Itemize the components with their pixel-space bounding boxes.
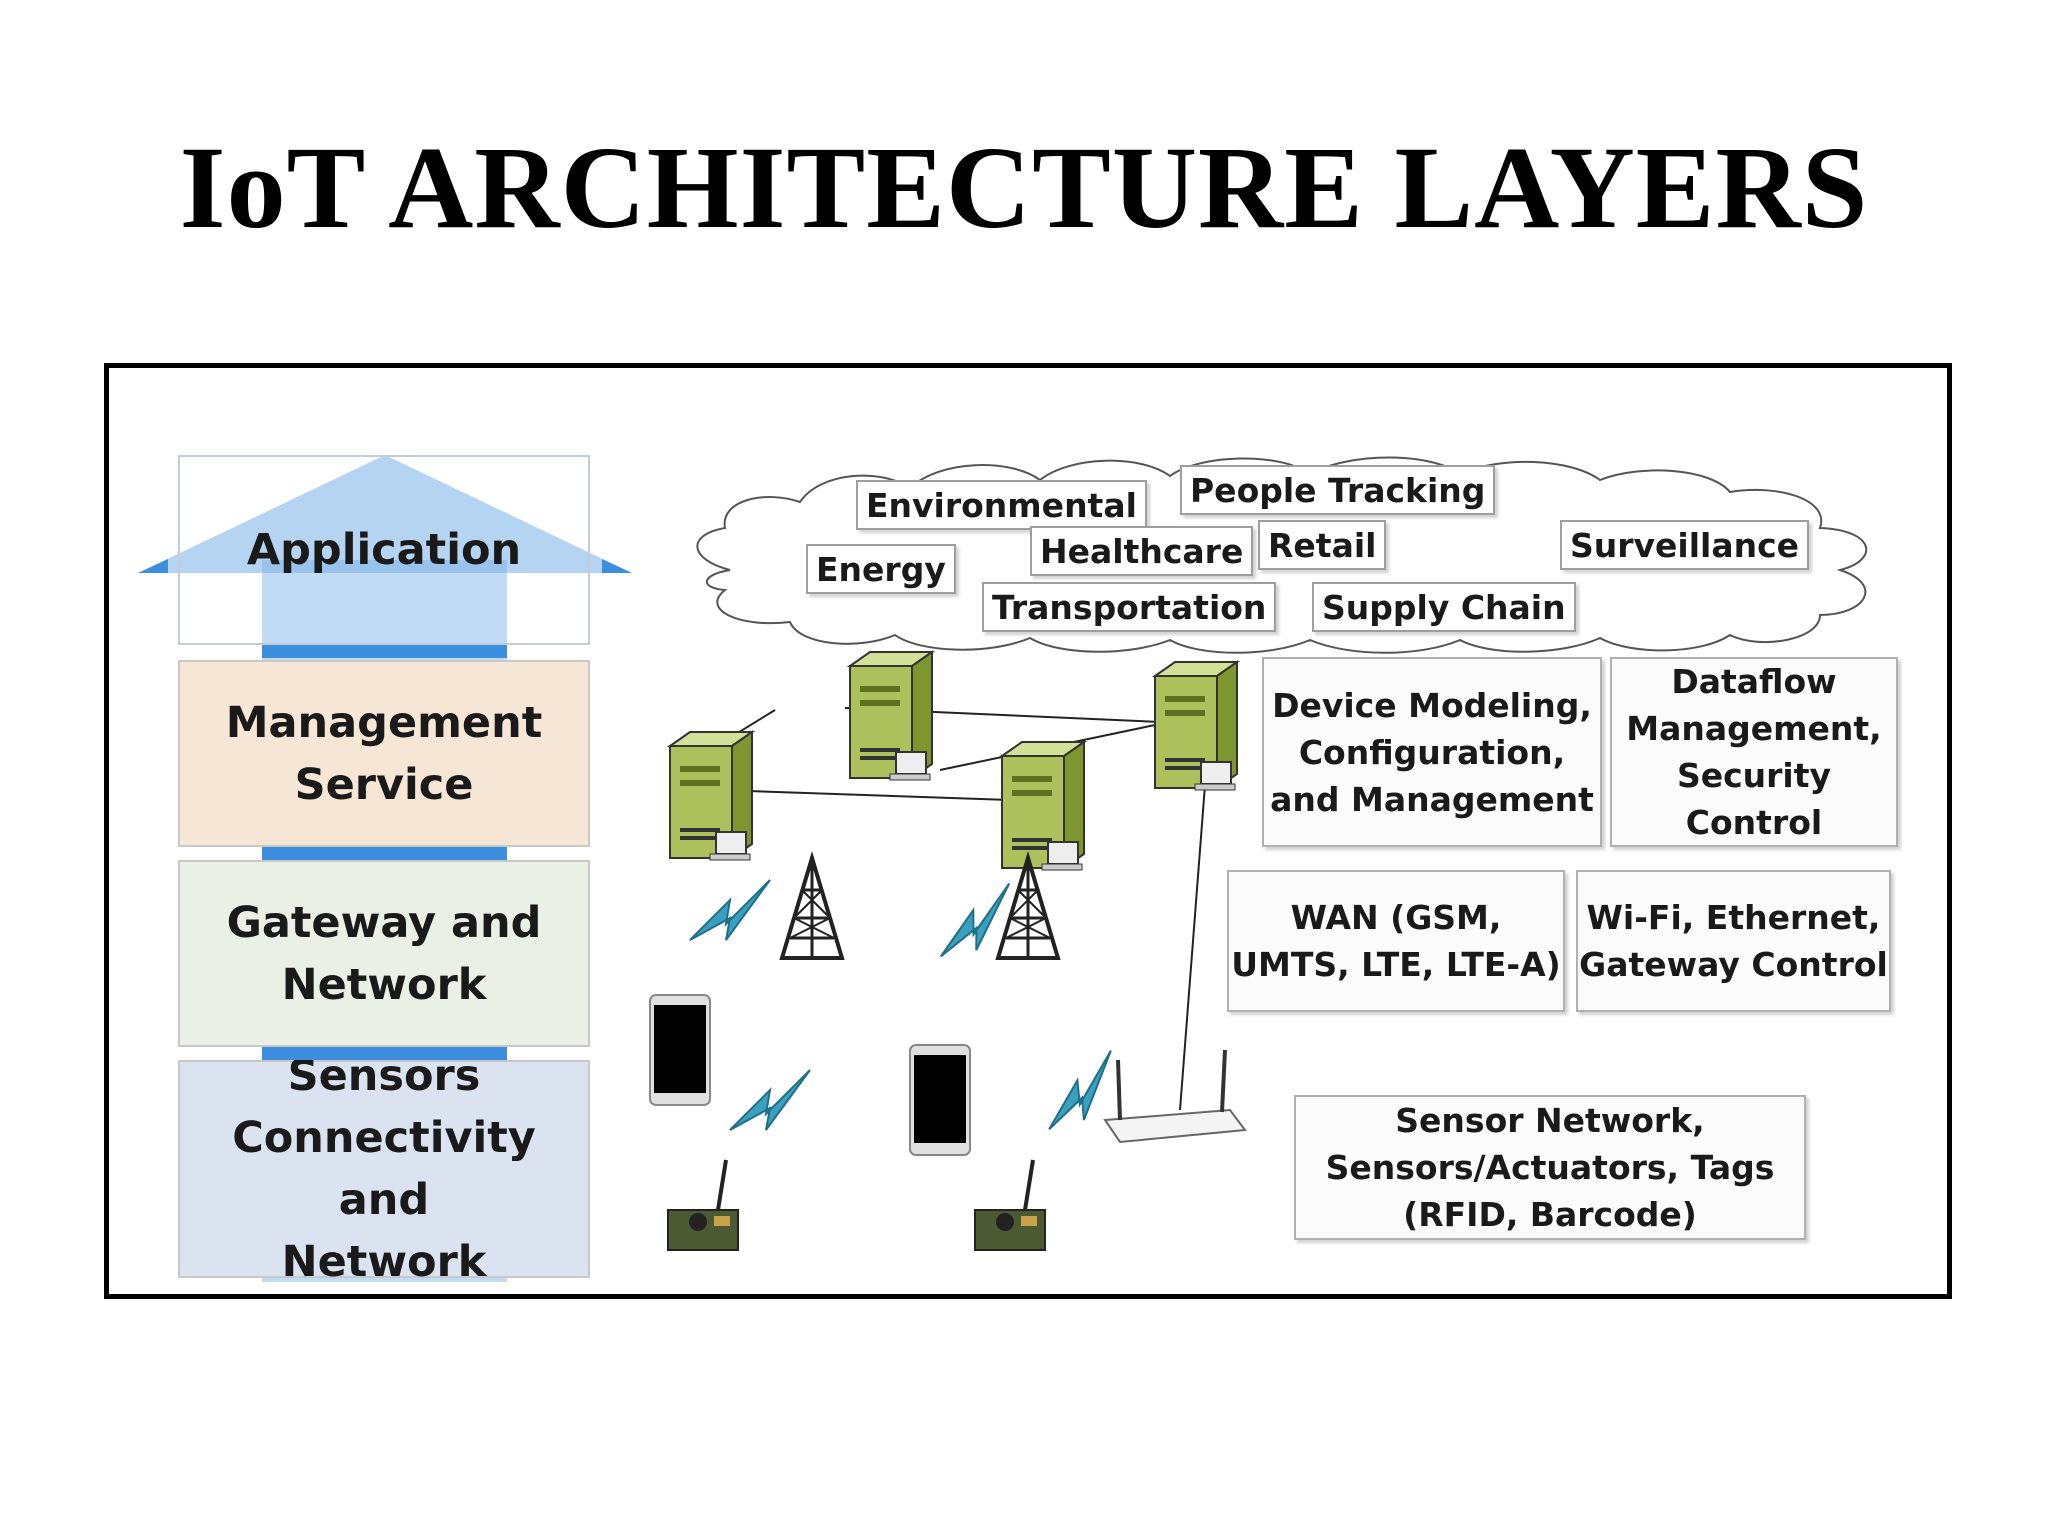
cell-tower-icon: [996, 856, 1060, 960]
server-icon: [669, 731, 753, 861]
router-icon: [1103, 1049, 1247, 1144]
info-line: WAN (GSM,: [1290, 898, 1502, 937]
layer-label: Application: [246, 525, 522, 575]
page-title: IoT ARCHITECTURE LAYERS: [179, 122, 1869, 253]
info-line: Wi-Fi, Ethernet,: [1586, 898, 1881, 937]
info-line: Control: [1685, 803, 1823, 842]
info-device-modeling: Device Modeling, Configuration, and Mana…: [1262, 657, 1602, 847]
info-wan: WAN (GSM, UMTS, LTE, LTE-A): [1227, 870, 1565, 1012]
info-line: Gateway Control: [1579, 945, 1888, 984]
tag-retail: Retail: [1258, 520, 1387, 570]
network-illustration: [649, 651, 1247, 1252]
info-line: Management,: [1626, 709, 1882, 748]
sensor-board-icon: [973, 1158, 1047, 1252]
layer-divider: [262, 1047, 507, 1060]
layer-application: Application: [178, 455, 590, 645]
layer-label: Gateway and: [226, 897, 542, 948]
info-line: Device Modeling,: [1272, 685, 1592, 725]
layer-management-service: Management Service: [178, 660, 590, 847]
info-line: and Management: [1270, 779, 1594, 819]
server-icon: [849, 651, 933, 781]
layer-label: Connectivity and: [232, 1113, 536, 1225]
layer-label: Service: [294, 759, 474, 810]
tag-healthcare: Healthcare: [1030, 526, 1254, 576]
info-line: Security: [1676, 756, 1832, 795]
wireless-signal-icon: [929, 882, 1021, 958]
info-line: UMTS, LTE, LTE-A): [1231, 945, 1561, 984]
layer-label: Network: [281, 1237, 487, 1287]
info-line: (RFID, Barcode): [1403, 1195, 1697, 1234]
wireless-signal-icon: [1032, 1049, 1128, 1131]
wireless-signal-icon: [729, 1069, 811, 1131]
info-wifi: Wi-Fi, Ethernet, Gateway Control: [1576, 870, 1891, 1012]
tag-energy: Energy: [806, 544, 956, 594]
info-line: Sensors/Actuators, Tags: [1325, 1148, 1775, 1187]
tag-people-tracking: People Tracking: [1180, 465, 1496, 515]
cell-tower-icon: [780, 856, 844, 960]
sensor-board-icon: [666, 1158, 740, 1252]
layer-label: Management: [225, 697, 543, 748]
tag-surveillance: Surveillance: [1560, 520, 1810, 570]
layer-gateway-network: Gateway and Network: [178, 860, 590, 1047]
server-icon: [1154, 661, 1238, 791]
smartphone-icon: [649, 994, 711, 1106]
layer-divider: [262, 847, 507, 860]
server-icon: [1001, 741, 1085, 871]
wireless-signal-icon: [689, 879, 771, 941]
layer-sensors-connectivity: Sensors Connectivity and Network: [178, 1051, 590, 1287]
up-arrow-head-icon: [138, 455, 632, 573]
layer-divider: [262, 645, 507, 658]
tag-transportation: Transportation: [982, 582, 1277, 632]
info-line: Dataflow: [1671, 662, 1837, 701]
info-line: Sensor Network,: [1395, 1101, 1705, 1140]
info-dataflow: Dataflow Management, Security Control: [1610, 657, 1898, 847]
smartphone-icon: [909, 1044, 971, 1156]
info-sensor-network: Sensor Network, Sensors/Actuators, Tags …: [1294, 1095, 1806, 1240]
info-line: Configuration,: [1298, 732, 1566, 772]
layer-label: Network: [281, 959, 487, 1010]
tag-supply-chain: Supply Chain: [1312, 582, 1576, 632]
tag-environmental: Environmental: [856, 480, 1147, 530]
